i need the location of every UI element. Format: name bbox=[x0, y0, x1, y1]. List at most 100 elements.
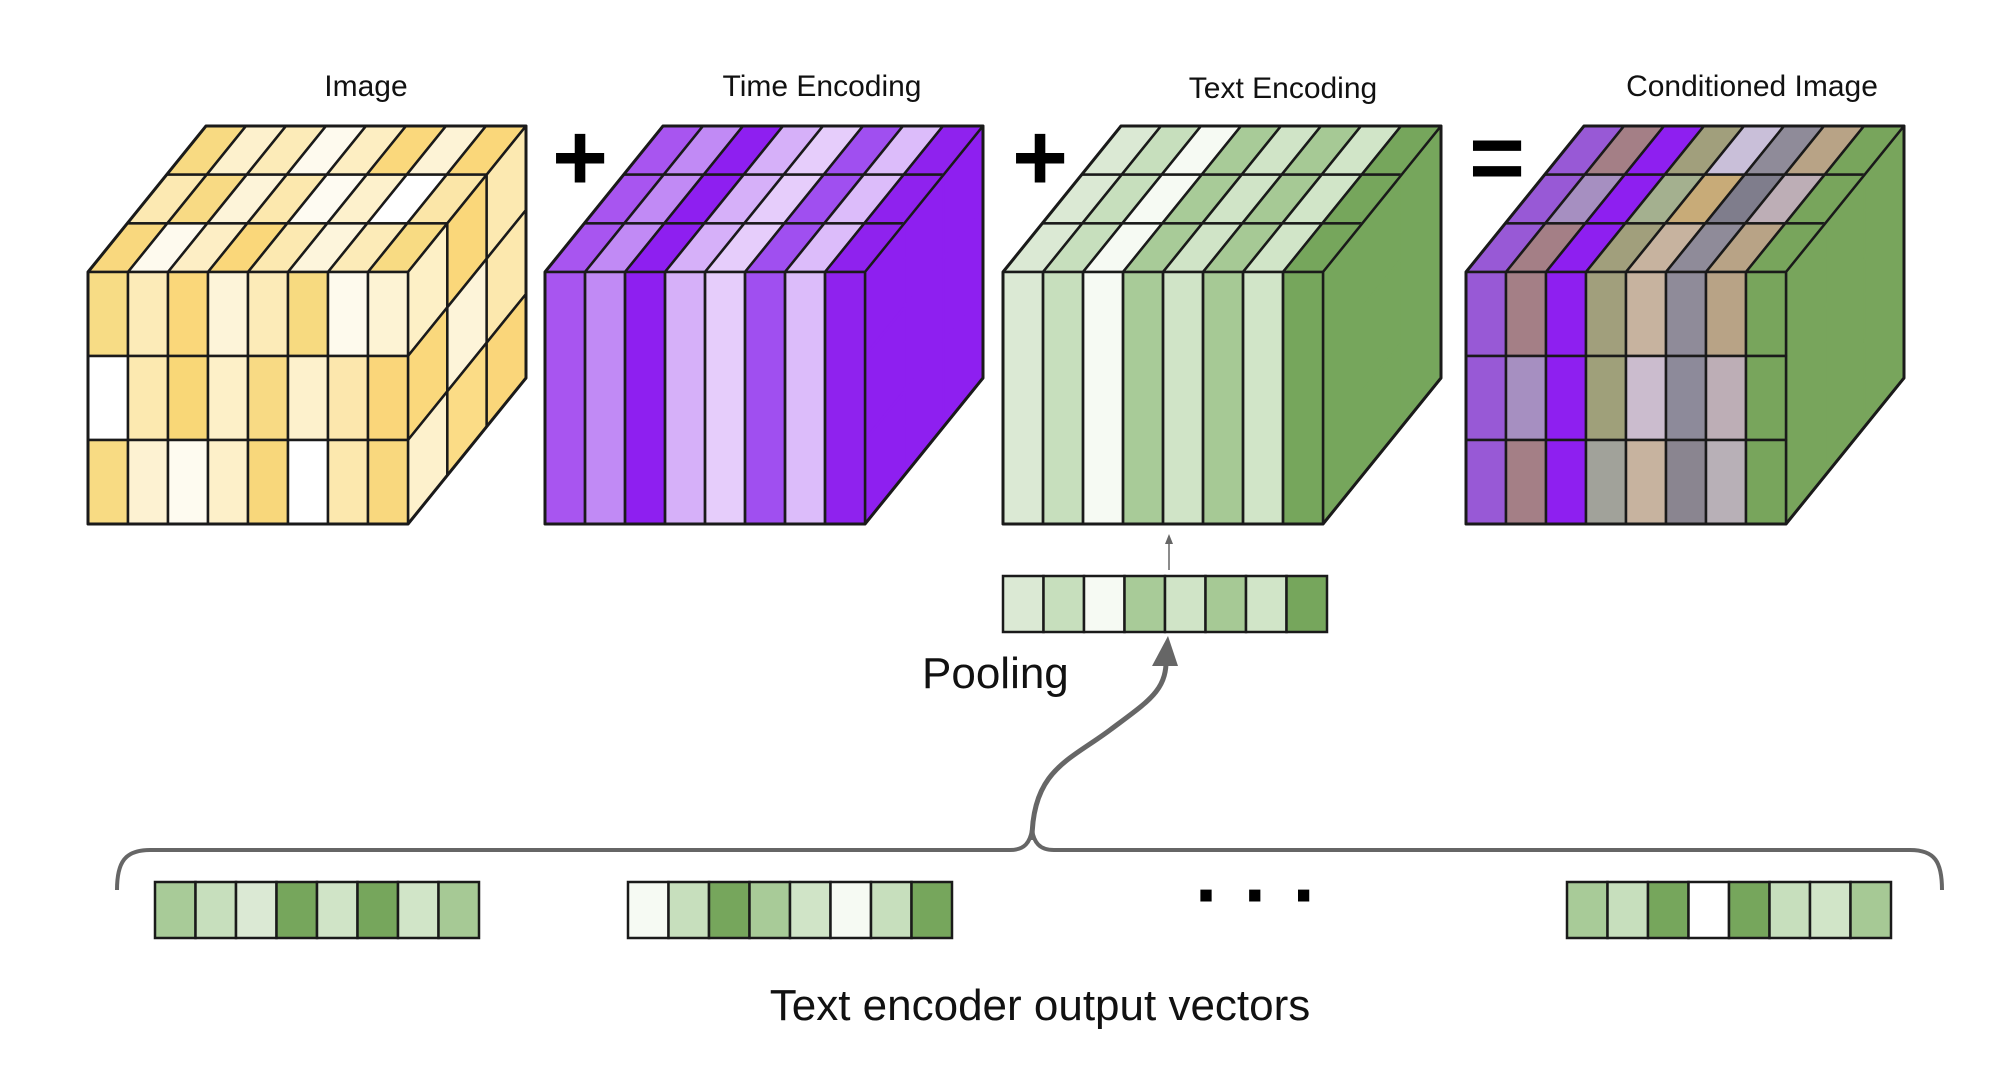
text-cube-front-cell bbox=[1243, 356, 1283, 440]
vector-cell bbox=[356, 880, 400, 940]
time-cube-front-cell bbox=[665, 272, 705, 356]
text-cube-front-cell bbox=[1243, 272, 1283, 356]
vector-cell bbox=[194, 880, 238, 940]
image-cube-front-cell bbox=[166, 270, 210, 358]
curly-brace bbox=[115, 829, 1944, 891]
time-cube-front-cell bbox=[545, 272, 585, 356]
conditioned-image-label: Conditioned Image bbox=[1626, 70, 1878, 103]
time-cube-front-cell bbox=[545, 356, 585, 440]
pooling-arrow bbox=[1029, 654, 1169, 841]
pooling-label: Pooling bbox=[922, 649, 1069, 698]
time-cube-outline bbox=[543, 124, 985, 526]
conditioned-cube-front-cell bbox=[1744, 354, 1788, 442]
image-cube-front-cell bbox=[286, 438, 330, 526]
image-cube-front-cell bbox=[326, 438, 370, 526]
text-encoding-cube bbox=[1001, 124, 1443, 526]
time-encoding-cube bbox=[543, 124, 985, 526]
vector-cell bbox=[1082, 574, 1126, 634]
text-cube-front-cell bbox=[1083, 356, 1123, 440]
conditioned-cube-front-cell bbox=[1584, 438, 1628, 526]
time-cube-front-cell bbox=[825, 356, 865, 440]
ellipsis: · · · bbox=[1195, 850, 1319, 939]
image-cube-front-cell bbox=[246, 270, 290, 358]
image-cube-front-cell bbox=[166, 438, 210, 526]
conditioned-cube-front-cell bbox=[1624, 354, 1668, 442]
time-cube-front-cell bbox=[665, 356, 705, 440]
image-cube-front-cell bbox=[126, 354, 170, 442]
text-encoder-output-vector bbox=[1565, 880, 1893, 940]
conditioned-cube-front-cell bbox=[1744, 438, 1788, 526]
image-cube-front-cell bbox=[326, 354, 370, 442]
vector-cell bbox=[1042, 574, 1086, 634]
time-cube-front-cell bbox=[705, 440, 745, 524]
image-cube-front-cell bbox=[126, 270, 170, 358]
image-cube-front-cell bbox=[206, 354, 250, 442]
text-cube-front-cell bbox=[1123, 440, 1163, 524]
text-cube-front-cell bbox=[1003, 272, 1043, 356]
vector-cell bbox=[788, 880, 832, 940]
image-cube bbox=[86, 124, 528, 526]
pooling-arrow-head-icon bbox=[1152, 636, 1178, 666]
time-cube-front-cell bbox=[625, 272, 665, 356]
vector-cell bbox=[1849, 880, 1893, 940]
conditioned-cube-front-cell bbox=[1744, 270, 1788, 358]
vector-cell bbox=[1244, 574, 1288, 634]
vector-cell bbox=[1808, 880, 1852, 940]
text-cube-front-cell bbox=[1043, 440, 1083, 524]
conditioned-cube-front-cell bbox=[1464, 438, 1508, 526]
image-cube-front-cell bbox=[366, 270, 410, 358]
text-cube-front-cell bbox=[1163, 440, 1203, 524]
conditioned-cube-front-cell bbox=[1584, 354, 1628, 442]
time-cube-front-cell bbox=[545, 440, 585, 524]
image-cube-front-cell bbox=[366, 354, 410, 442]
time-cube-front-cell bbox=[825, 440, 865, 524]
time-cube-front-cell bbox=[585, 272, 625, 356]
vector-cell bbox=[1123, 574, 1167, 634]
conditioned-cube-front-cell bbox=[1504, 270, 1548, 358]
time-cube-front-cell bbox=[665, 440, 705, 524]
conditioned-cube-front-cell bbox=[1704, 354, 1748, 442]
text-cube-front-cell bbox=[1043, 356, 1083, 440]
time-cube-front-cell bbox=[785, 440, 825, 524]
time-cube-front-cell bbox=[825, 272, 865, 356]
vector-cell bbox=[1646, 880, 1690, 940]
text-encoder-output-label: Text encoder output vectors bbox=[770, 981, 1311, 1030]
conditioned-cube-front-cell bbox=[1624, 438, 1668, 526]
vector-cell bbox=[1163, 574, 1207, 634]
text-cube-front-cell bbox=[1003, 356, 1043, 440]
time-encoding-label: Time Encoding bbox=[723, 70, 922, 103]
vector-cell bbox=[275, 880, 319, 940]
vector-cell bbox=[748, 880, 792, 940]
text-cube-front-cell bbox=[1283, 272, 1323, 356]
time-cube-front-cell bbox=[625, 440, 665, 524]
time-cube-front-cell bbox=[785, 272, 825, 356]
vector-cell bbox=[396, 880, 440, 940]
text-cube-outline bbox=[1001, 124, 1443, 526]
image-cube-front-cell bbox=[206, 270, 250, 358]
conditioned-image-cube bbox=[1464, 124, 1906, 526]
conditioned-cube-front-cell bbox=[1464, 270, 1508, 358]
vector-cell bbox=[315, 880, 359, 940]
image-cube-front-cell bbox=[206, 438, 250, 526]
image-label: Image bbox=[324, 70, 407, 103]
image-cube-front-cell bbox=[286, 270, 330, 358]
text-encoder-output-vector bbox=[153, 880, 481, 940]
vector-cell bbox=[1768, 880, 1812, 940]
text-cube-front-cell bbox=[1203, 272, 1243, 356]
time-cube-front-cell bbox=[745, 272, 785, 356]
text-cube-front-cell bbox=[1043, 272, 1083, 356]
vector-cell bbox=[667, 880, 711, 940]
vector-cell bbox=[1204, 574, 1248, 634]
vector-cell bbox=[153, 880, 197, 940]
time-cube-front-cell bbox=[585, 440, 625, 524]
text-cube-front-cell bbox=[1203, 356, 1243, 440]
conditioned-cube-front-cell bbox=[1544, 270, 1588, 358]
conditioned-cube-front-cell bbox=[1544, 438, 1588, 526]
vector-cell bbox=[1687, 880, 1731, 940]
vector-cell bbox=[1565, 880, 1609, 940]
conditioned-cube-front-cell bbox=[1664, 438, 1708, 526]
vector-cell bbox=[829, 880, 873, 940]
image-cube-front-cell bbox=[166, 354, 210, 442]
plus-operator: + bbox=[552, 104, 608, 211]
